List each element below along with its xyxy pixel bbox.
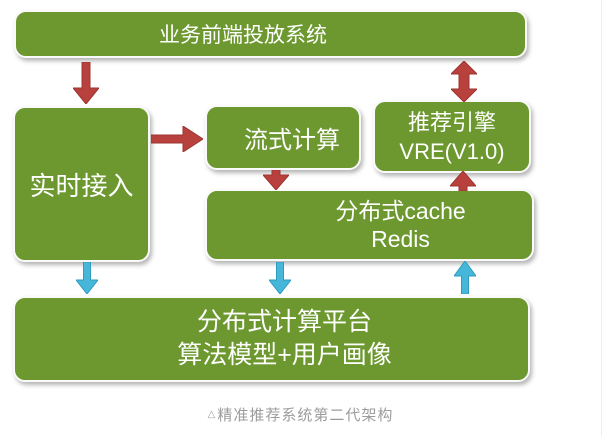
node-distributed-cache-box: 分布式cache Redis [205, 189, 534, 261]
node-recommend-engine-label-line1: 推荐引擎 [407, 109, 496, 135]
blue-down-arrow-icon [76, 262, 98, 294]
node-stream-computing-box: 流式计算 [205, 105, 361, 170]
blue-up-arrow-icon [454, 261, 476, 294]
node-frontend-label: 业务前端投放系统 [159, 24, 327, 47]
blue-down-arrow-icon [269, 262, 291, 294]
node-distributed-cache-label-line2: Redis [371, 226, 430, 252]
diagram-caption: △精准推荐系统第二代架构 [0, 404, 601, 425]
node-realtime-access-box: 实时接入 [13, 106, 150, 262]
node-distributed-cache-label-line1: 分布式cache [335, 198, 466, 224]
red-short-up-arrow-icon [450, 171, 476, 191]
red-double-vertical-arrow-icon [451, 61, 477, 102]
node-frontend-box: 业务前端投放系统 [14, 10, 527, 58]
node-stream-computing-label: 流式计算 [244, 127, 340, 154]
node-compute-platform-label-line2: 算法模型+用户画像 [177, 341, 392, 369]
node-recommend-engine-box: 推荐引擎 VRE(V1.0) [373, 100, 531, 173]
node-realtime-access-label: 实时接入 [29, 170, 134, 201]
red-right-arrow-icon [151, 126, 203, 152]
caption-triangle-marker: △ [207, 409, 217, 420]
red-down-arrow-icon [73, 62, 99, 104]
node-recommend-engine-label-line2: VRE(V1.0) [399, 138, 505, 164]
caption-text: 精准推荐系统第二代架构 [217, 407, 394, 424]
red-short-down-arrow-icon [263, 170, 289, 190]
node-compute-platform-box: 分布式计算平台 算法模型+用户画像 [13, 296, 530, 382]
node-compute-platform-label-line1: 分布式计算平台 [196, 308, 372, 336]
